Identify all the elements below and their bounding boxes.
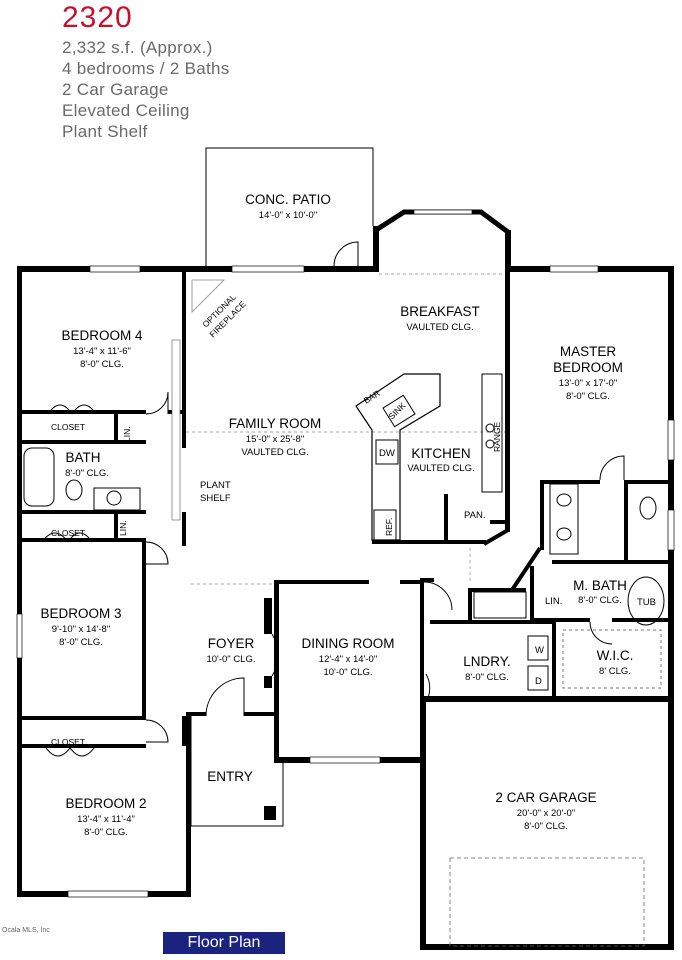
laundry-sink (473, 591, 527, 619)
refrigerator (373, 509, 397, 541)
plant-shelf-label-2: SHELF (200, 493, 231, 504)
master-ceiling: 8'-0" CLG. (566, 391, 610, 402)
linen-label: LIN. (118, 520, 128, 536)
wic-ceiling: 8' CLG. (599, 666, 631, 677)
bedroom4-size: 13'-4" x 11'-6" (73, 346, 131, 357)
garage-door (449, 857, 645, 947)
bedroom2-name: BEDROOM 2 (65, 796, 146, 811)
bath-name: BATH (65, 450, 100, 465)
entry-name: ENTRY (207, 769, 253, 784)
plant-shelf-hatch (171, 339, 181, 521)
bedrooms-baths: 4 bedrooms / 2 Baths (62, 59, 230, 78)
mbath-name: M. BATH (573, 578, 627, 593)
washer-label: W (535, 645, 544, 656)
closet-label: CLOSET (51, 422, 85, 432)
garage-name: 2 CAR GARAGE (495, 790, 596, 805)
plant-shelf-label-1: PLANT (200, 480, 231, 491)
foyer-ceiling: 10'-0" CLG. (206, 654, 255, 665)
master-linen-label: LIN. (545, 596, 562, 607)
refrigerator-label: REF. (384, 518, 394, 536)
dining-size: 12'-4" x 14'-0" (319, 654, 377, 665)
garage-info: 2 Car Garage (62, 80, 169, 99)
kitchen-name: KITCHEN (411, 446, 470, 461)
kitchen-sink (382, 394, 416, 428)
patio-outline (205, 147, 374, 266)
patio-size: 14'-0" x 10'-0" (259, 210, 317, 221)
range-label: RANGE (492, 421, 502, 452)
windows (16, 265, 675, 898)
floor-plan-badge: Floor Plan (163, 932, 285, 954)
foyer-name: FOYER (208, 636, 255, 651)
dining-ceiling: 10'-0" CLG. (323, 667, 372, 678)
bedroom4-ceiling: 8'-0" CLG. (80, 359, 124, 370)
mbath-ceiling: 8'-0" CLG. (578, 595, 622, 606)
dryer-label: D (535, 676, 542, 687)
breakfast-name: BREAKFAST (400, 304, 480, 319)
fireplace-shape (191, 279, 225, 313)
patio-name: CONC. PATIO (245, 192, 331, 207)
toilet (639, 496, 657, 520)
laundry-ceiling: 8'-0" CLG. (465, 672, 509, 683)
kitchen-island-bar (355, 373, 441, 541)
range-counter (481, 373, 503, 493)
washer (527, 635, 549, 661)
dishwasher (375, 439, 399, 465)
master-name-2: BEDROOM (553, 360, 623, 375)
vanity (93, 487, 141, 511)
door-swings (41, 241, 625, 757)
garage-size: 20'-0" x 20'-0" (517, 808, 575, 819)
bedroom2-size: 13'-4" x 11'-4" (77, 814, 135, 825)
square-footage: 2,332 s.f. (Approx.) (62, 38, 213, 57)
bedroom3-ceiling: 8'-0" CLG. (59, 637, 103, 648)
sink-icon (556, 527, 572, 541)
wic-name: W.I.C. (597, 648, 634, 663)
plant-shelf-info: Plant Shelf (62, 122, 148, 141)
bath-ceiling: 8'-0" CLG. (65, 468, 109, 479)
closet-label: CLOSET (51, 528, 85, 538)
tub-label: TUB (637, 597, 656, 608)
family-size: 15'-0" x 25'-8" (246, 434, 304, 445)
master-size: 13'-0" x 17'-0" (559, 378, 617, 389)
breakfast-ceiling: VAULTED CLG. (406, 322, 473, 333)
mls-credit: Ocala MLS, Inc (2, 927, 50, 934)
breakfast-bay (374, 209, 510, 235)
master-name-1: MASTER (560, 344, 617, 359)
wic-shelving (562, 629, 662, 689)
dishwasher-label: DW (379, 448, 395, 459)
kitchen-ceiling: VAULTED CLG. (407, 463, 474, 474)
toilet (65, 479, 83, 501)
laundry-angle-wall (510, 546, 542, 592)
entry-outline (190, 716, 284, 827)
bay-window (413, 209, 473, 215)
family-ceiling: VAULTED CLG. (241, 447, 308, 458)
bedroom2-ceiling: 8'-0" CLG. (84, 827, 128, 838)
dining-name: DINING ROOM (302, 636, 395, 651)
laundry-name: LNDRY. (463, 654, 511, 669)
burner-icon (485, 439, 495, 449)
master-vanity (549, 483, 579, 555)
bathtub (23, 447, 55, 507)
bedroom4-name: BEDROOM 4 (61, 328, 143, 343)
ceiling-info: Elevated Ceiling (62, 101, 190, 120)
sink-label: SINK (386, 400, 407, 421)
burner-icon (485, 423, 495, 433)
sink-icon (556, 493, 572, 507)
interior-walls (22, 272, 668, 820)
plan-number: 2320 (62, 1, 133, 34)
master-tub (627, 576, 665, 626)
kitchen-angle-wall (482, 528, 510, 546)
family-name: FAMILY ROOM (229, 416, 322, 431)
closet-label: CLOSET (51, 737, 85, 747)
pantry-label: PAN. (464, 510, 485, 521)
bedroom3-size: 9'-10" x 14'-8" (52, 624, 110, 635)
garage-ceiling: 8'-0" CLG. (524, 821, 568, 832)
room-boundaries (186, 273, 505, 585)
bedroom3-name: BEDROOM 3 (40, 606, 121, 621)
sink-icon (106, 490, 122, 506)
linen-label: LIN. (122, 426, 132, 442)
dryer (527, 665, 549, 691)
